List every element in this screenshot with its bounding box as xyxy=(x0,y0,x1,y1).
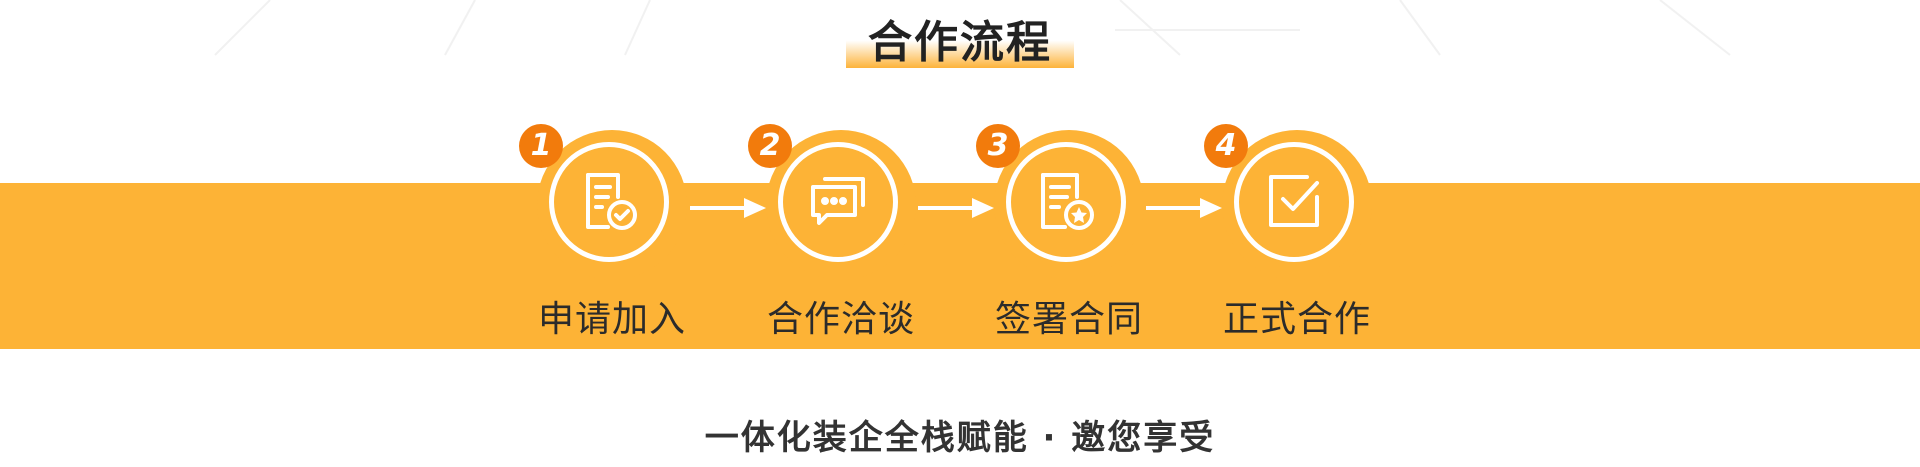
step-label: 合作洽谈 xyxy=(766,299,915,340)
step-label: 正式合作 xyxy=(1222,299,1371,340)
step-apply: 1 申请加入 xyxy=(519,124,687,340)
step-formal-cooperation: 4 正式合作 xyxy=(1204,124,1372,340)
step-number-badge: 1 xyxy=(519,124,563,168)
step-label: 签署合同 xyxy=(994,299,1143,340)
step-negotiate: 2 合作洽谈 xyxy=(748,124,916,340)
checkbox-checked-icon xyxy=(1269,175,1319,227)
application-form-icon xyxy=(586,173,637,230)
contract-star-icon xyxy=(1041,173,1094,230)
arrow-right-icon xyxy=(918,198,994,218)
background-decoration xyxy=(214,0,1731,56)
process-band xyxy=(0,183,1920,349)
section-title: 合作流程 xyxy=(846,18,1074,68)
arrow-right-icon xyxy=(690,198,766,218)
step-label: 申请加入 xyxy=(537,299,686,340)
step-number-badge: 3 xyxy=(976,124,1020,168)
slogan-text: 一体化装企全栈赋能 · 邀您享受 xyxy=(704,418,1216,458)
arrow-right-icon xyxy=(1146,198,1222,218)
chat-bubbles-icon xyxy=(811,177,865,225)
step-number-badge: 4 xyxy=(1204,124,1248,168)
step-sign-contract: 3 签署合同 xyxy=(976,124,1144,340)
step-number-badge: 2 xyxy=(748,124,792,168)
